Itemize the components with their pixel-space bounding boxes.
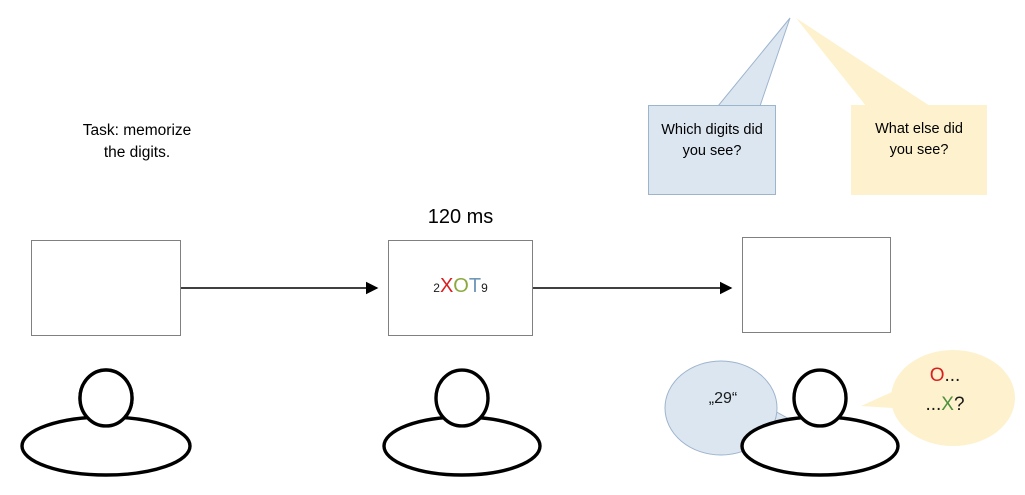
task-caption: Task: memorize the digits.: [82, 122, 192, 161]
observer-figure-1: [20, 368, 192, 477]
person-head-upper-arc-3: [792, 368, 848, 399]
person-head-fill-3: [794, 370, 846, 426]
observer-figure-2: [382, 368, 542, 477]
callout-what-else: What else did you see?: [851, 105, 987, 195]
person-head-upper-arc-1: [78, 368, 134, 399]
stimulus-char-0: 2: [433, 281, 440, 295]
callout-yellow-tail: [796, 18, 930, 106]
frame-blank-before: [31, 240, 181, 336]
person-head-fill-1: [80, 370, 132, 426]
person-head-upper-arc-2: [434, 368, 490, 399]
stimulus-char-1: X: [439, 275, 454, 297]
person-head-fill-2: [436, 370, 488, 426]
callout-what-else-label: What else did you see?: [875, 121, 963, 158]
frame-blank-after: [742, 237, 891, 333]
arrow-frame1-to-frame2: [181, 281, 379, 295]
arrow-frame2-to-frame3: [533, 281, 733, 295]
frame-stimulus: [388, 240, 533, 336]
stimulus-string: 2XOT9: [388, 275, 533, 298]
response-bubble-digits: [664, 360, 793, 456]
stimulus-char-3: T: [468, 275, 482, 297]
person-head-lower-arc-3: [792, 397, 848, 428]
callout-which-digits: Which digits did you see?: [648, 105, 776, 195]
timing-label: 120 ms: [427, 206, 494, 228]
observer-figure-3: [740, 368, 900, 477]
bubble-features-body: [891, 350, 1015, 446]
callout-blue-tail: [716, 17, 791, 107]
stimulus-char-4: 9: [481, 281, 488, 295]
response-bubble-features: [861, 350, 1015, 446]
person-head-lower-arc-1: [78, 397, 134, 428]
stimulus-char-2: O: [453, 275, 469, 297]
callout-which-digits-label: Which digits did you see?: [661, 122, 763, 159]
person-head-lower-arc-2: [434, 397, 490, 428]
bubble-digits-body: [664, 360, 778, 456]
